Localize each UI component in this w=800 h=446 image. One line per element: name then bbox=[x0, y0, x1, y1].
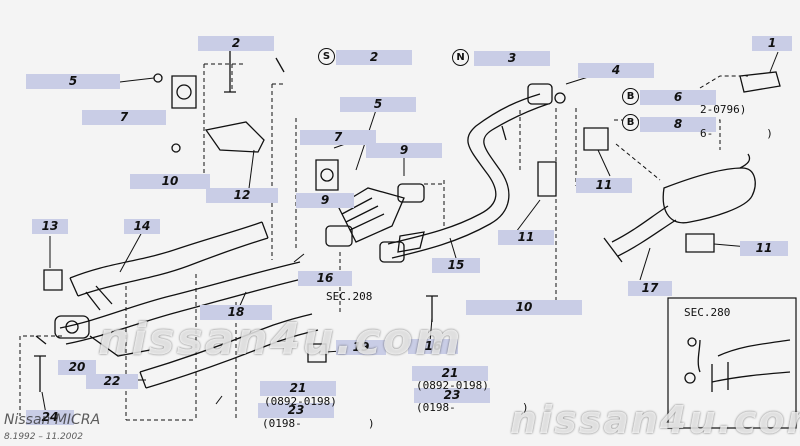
callout-21-a[interactable]: 21 bbox=[260, 381, 336, 396]
callout-10-b[interactable]: 10 bbox=[466, 300, 582, 315]
callout-14[interactable]: 14 bbox=[124, 219, 160, 234]
date-note-0892-b: (0892-0198) bbox=[416, 379, 489, 392]
callout-16-a[interactable]: 16 bbox=[298, 271, 352, 286]
callout-7-b[interactable]: 7 bbox=[300, 130, 376, 145]
watermark-mid: nissan4u.com bbox=[98, 314, 463, 365]
callout-5-a[interactable]: 5 bbox=[26, 74, 120, 89]
callout-9-a[interactable]: 9 bbox=[366, 143, 442, 158]
callout-13[interactable]: 13 bbox=[32, 219, 68, 234]
callout-23-b[interactable]: 23 bbox=[414, 388, 490, 403]
callout-24[interactable]: 24 bbox=[26, 410, 74, 425]
callout-17[interactable]: 17 bbox=[628, 281, 672, 296]
callout-3[interactable]: 3 bbox=[474, 51, 550, 66]
callout-8[interactable]: 8 bbox=[640, 117, 716, 132]
date-note-0198-a: (0198- ) bbox=[262, 417, 375, 430]
muffler bbox=[603, 153, 756, 263]
callout-9-b[interactable]: 9 bbox=[296, 193, 354, 208]
n-marker: N bbox=[452, 49, 469, 66]
date-note-2-0796: 2-0796) bbox=[700, 103, 747, 116]
callout-21-b[interactable]: 21 bbox=[412, 366, 488, 381]
watermark-bottom: nissan4u.com bbox=[510, 398, 800, 442]
front-tube-assembly bbox=[54, 261, 307, 357]
date-note-6: 6- ) bbox=[700, 127, 773, 140]
callout-11-c[interactable]: 11 bbox=[740, 241, 788, 256]
sec280-inset bbox=[667, 297, 797, 429]
callout-4[interactable]: 4 bbox=[578, 63, 654, 78]
section-ref-208: SEC.208 bbox=[326, 290, 373, 303]
callout-19[interactable]: 19 bbox=[336, 340, 386, 355]
model-name: Nissan MICRA bbox=[4, 412, 101, 428]
callout-7-a[interactable]: 7 bbox=[82, 110, 166, 125]
callout-2-a[interactable]: 2 bbox=[198, 36, 274, 51]
callout-11-a[interactable]: 11 bbox=[576, 178, 632, 193]
callout-15[interactable]: 15 bbox=[432, 258, 480, 273]
callout-2-b[interactable]: 2 bbox=[336, 50, 412, 65]
callout-18[interactable]: 18 bbox=[200, 305, 272, 320]
brackets bbox=[34, 48, 781, 392]
callout-20[interactable]: 20 bbox=[58, 360, 96, 375]
catalytic-converter bbox=[325, 183, 425, 247]
callout-16-b[interactable]: 16 bbox=[408, 339, 458, 354]
callout-23-a[interactable]: 23 bbox=[258, 403, 334, 418]
front-tube bbox=[69, 221, 269, 311]
callout-22[interactable]: 22 bbox=[86, 374, 138, 389]
s-marker: S bbox=[318, 48, 335, 65]
date-note-0892-a: (0892-0198) bbox=[264, 395, 337, 408]
callout-12[interactable]: 12 bbox=[206, 188, 278, 203]
center-pipe bbox=[379, 83, 553, 263]
b-marker-2: B bbox=[622, 114, 639, 131]
callout-5-b[interactable]: 5 bbox=[340, 97, 416, 112]
model-years: 8.1992 – 11.2002 bbox=[4, 432, 83, 442]
callout-1[interactable]: 1 bbox=[752, 36, 792, 51]
date-note-0198-b: (0198- ) bbox=[416, 401, 529, 414]
callout-10-a[interactable]: 10 bbox=[130, 174, 210, 189]
callout-11-b[interactable]: 11 bbox=[498, 230, 554, 245]
b-marker-1: B bbox=[622, 88, 639, 105]
section-ref-280: SEC.280 bbox=[684, 306, 731, 319]
callout-6[interactable]: 6 bbox=[640, 90, 716, 105]
